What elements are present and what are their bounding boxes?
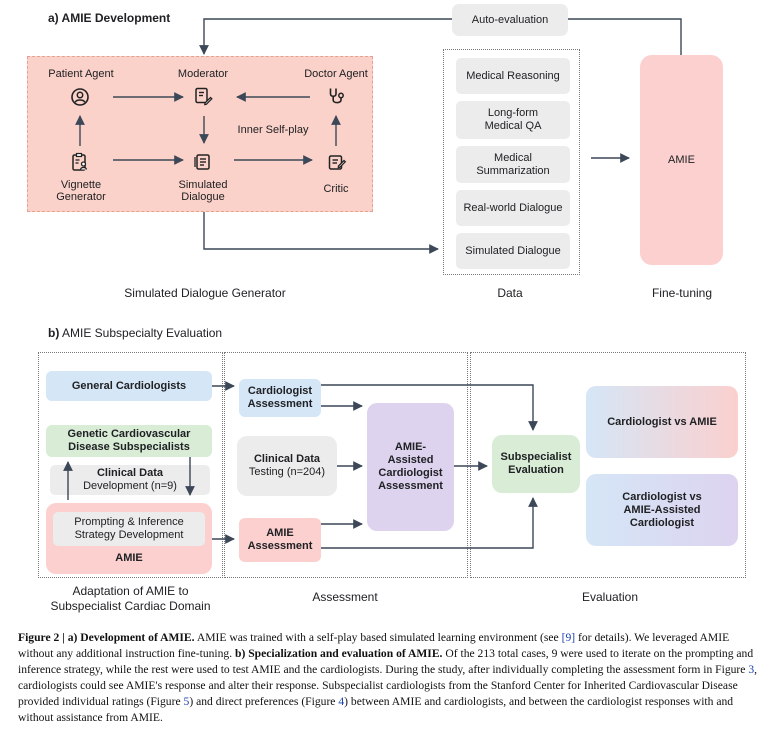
subspecialist-eval-label: Subspecialist Evaluation (500, 451, 572, 476)
cardio-vs-assisted-box: Cardiologist vs AMIE-Assisted Cardiologi… (586, 474, 738, 546)
stethoscope-icon (329, 88, 344, 104)
panel-b-title: b) AMIE Subspecialty Evaluation (48, 326, 223, 340)
clinical-dev-box: Clinical Data Development (n=9) (50, 465, 210, 495)
caption-ref-9[interactable]: [9] (561, 631, 576, 644)
inner-self-play-label: Inner Self-play (237, 124, 309, 136)
caption-b-text-1: Of the 213 total cases, 9 were used to i… (18, 647, 754, 676)
caption-b-title: b) Specialization and evaluation of AMIE… (235, 647, 443, 660)
auto-evaluation-label: Auto-evaluation (471, 13, 549, 26)
panel-a-title-text: a) AMIE Development (48, 11, 171, 25)
figure-caption: Figure 2 | a) Development of AMIE. AMIE … (18, 630, 758, 726)
assisted-assessment-box: AMIE- Assisted Cardiologist Assessment (367, 403, 454, 531)
data-medical-summarization: Medical Summarization (456, 146, 570, 183)
caption-ref-3[interactable]: 3 (748, 663, 755, 676)
data-caption: Data (497, 286, 523, 300)
simulated-dialogue-label: Simulated Dialogue (163, 179, 243, 203)
finetune-caption: Fine-tuning (651, 286, 713, 300)
clinical-dev-line-1: Clinical Data (96, 467, 164, 479)
auto-evaluation-box: Auto-evaluation (452, 4, 568, 36)
amie-assessment-label: AMIE Assessment (247, 527, 313, 552)
doctor-agent-label: Doctor Agent (304, 68, 368, 80)
simulated-dialogue-line-2: Dialogue (181, 191, 225, 203)
clipboard-person-icon (72, 152, 88, 171)
vignette-generator-line-1: Vignette (60, 179, 102, 191)
patient-agent-label: Patient Agent (48, 68, 114, 80)
caption-a-text-2: for details). We leveraged AMIE without … (18, 631, 730, 660)
genetic-specialists-box: Genetic Cardiovascular Disease Subspecia… (46, 425, 212, 457)
evaluation-region (470, 352, 746, 578)
clinical-testing-line-1: Clinical Data (253, 453, 321, 465)
amie-finetune-box: AMIE (640, 55, 723, 265)
amie-finetune-label: AMIE (668, 153, 695, 166)
cardio-vs-amie-box: Cardiologist vs AMIE (586, 386, 738, 458)
prompting-box: Prompting & Inference Strategy Developme… (53, 512, 205, 546)
data-simulated-dialogue-label: Simulated Dialogue (465, 244, 561, 257)
caption-a-title: a) Development of AMIE. (67, 631, 195, 644)
data-realworld-dialogue-label: Real-world Dialogue (463, 201, 563, 214)
user-circle-icon (71, 88, 89, 106)
cardio-vs-amie-label: Cardiologist vs AMIE (607, 415, 717, 428)
data-longform-qa: Long-form Medical QA (456, 101, 570, 139)
vignette-generator-label: Vignette Generator (40, 179, 122, 203)
data-realworld-dialogue: Real-world Dialogue (456, 190, 570, 226)
generator-region (27, 56, 373, 212)
prompting-label: Prompting & Inference Strategy Developme… (74, 516, 184, 541)
adaptation-caption-line-2: Subspecialist Cardiac Domain (50, 599, 211, 613)
data-medical-reasoning-label: Medical Reasoning (466, 69, 560, 82)
caption-ref-4[interactable]: 4 (338, 695, 345, 708)
clinical-testing-box: Clinical Data Testing (n=204) (237, 436, 337, 496)
data-medical-summarization-label: Medical Summarization (476, 151, 550, 177)
simulated-dialogue-line-1: Simulated (178, 179, 228, 191)
caption-b-text-4: ) between AMIE and cardiologists, and be… (18, 695, 734, 724)
caption-ref-5[interactable]: 5 (183, 695, 190, 708)
caption-a-text-1: AMIE was trained with a self-play based … (194, 631, 562, 644)
data-medical-reasoning: Medical Reasoning (456, 58, 570, 94)
general-cardiologists-box: General Cardiologists (46, 371, 212, 401)
data-longform-qa-label: Long-form Medical QA (484, 107, 542, 132)
cardiologist-assessment-box: Cardiologist Assessment (239, 379, 321, 417)
clinical-dev-line-2: Development (n=9) (83, 480, 177, 492)
amie-assessment-box: AMIE Assessment (239, 518, 321, 562)
caption-b-text-3: ) and direct preferences (Figure (189, 695, 339, 708)
general-cardiologists-label: General Cardiologists (71, 379, 187, 392)
adaptation-region (38, 352, 223, 578)
amie-adapt-label: AMIE (115, 552, 143, 564)
caption-fig-label: Figure 2 | (18, 631, 68, 644)
panel-a-title: a) AMIE Development (48, 11, 170, 25)
critic-doc-icon (328, 155, 347, 170)
assessment-region (224, 352, 468, 578)
adaptation-caption: Adaptation of AMIE to Subspecialist Card… (38, 584, 223, 614)
dialogue-doc-icon (194, 154, 210, 170)
assessment-caption: Assessment (312, 590, 378, 604)
critic-label: Critic (323, 183, 349, 195)
assisted-assessment-label: AMIE- Assisted Cardiologist Assessment (378, 441, 443, 492)
clinical-testing-line-2: Testing (n=204) (248, 466, 326, 478)
genetic-specialists-label: Genetic Cardiovascular Disease Subspecia… (67, 428, 191, 453)
adaptation-caption-line-1: Adaptation of AMIE to (72, 584, 189, 598)
subspecialist-eval-box: Subspecialist Evaluation (492, 435, 580, 493)
cardio-vs-assisted-label: Cardiologist vs AMIE-Assisted Cardiologi… (622, 490, 702, 529)
data-simulated-dialogue: Simulated Dialogue (456, 233, 570, 269)
panel-b-title-text: AMIE Subspecialty Evaluation (59, 326, 223, 340)
chat-edit-icon (195, 87, 213, 106)
moderator-label: Moderator (177, 68, 229, 80)
caption-b-text-2: , cardiologists could see AMIE's respons… (18, 663, 758, 708)
evaluation-caption: Evaluation (581, 590, 639, 604)
vignette-generator-line-2: Generator (56, 191, 106, 203)
connector-arrows (63, 18, 682, 549)
data-region (443, 49, 580, 275)
generator-caption: Simulated Dialogue Generator (124, 286, 286, 300)
cardiologist-assessment-label: Cardiologist Assessment (247, 385, 313, 410)
